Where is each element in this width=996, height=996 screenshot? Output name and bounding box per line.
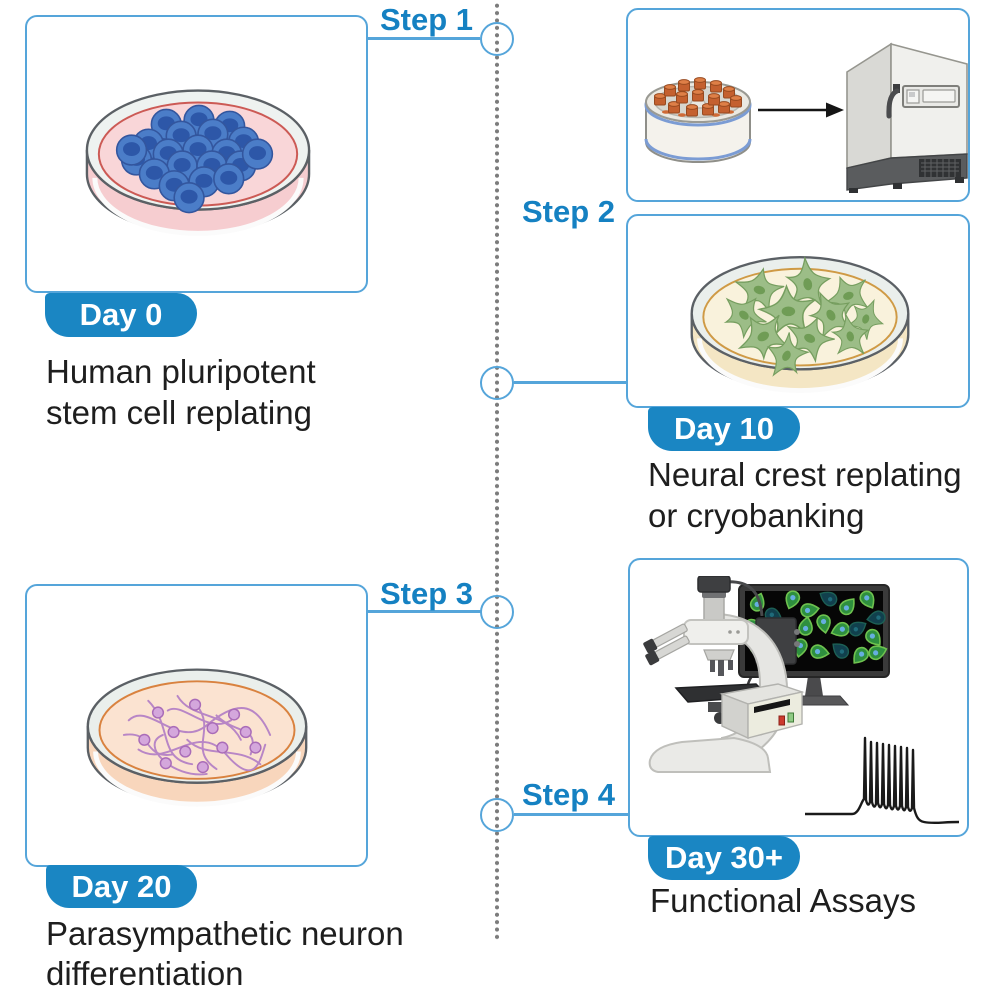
panel-caption-day10: Neural crest replating or cryobanking xyxy=(648,454,962,536)
caption-line: Neural crest replating xyxy=(648,456,962,493)
caption-line: differentiation xyxy=(46,955,244,992)
connector-step3 xyxy=(368,610,481,613)
panel-card-day20 xyxy=(25,584,368,867)
panel-card-day30 xyxy=(628,558,969,837)
panel-caption-day30: Functional Assays xyxy=(650,880,916,921)
step-4-label: Step 4 xyxy=(522,777,616,812)
panel-card-day0 xyxy=(25,15,368,293)
panel-caption-day0: Human pluripotent stem cell replating xyxy=(46,351,316,433)
step-3-label: Step 3 xyxy=(380,576,474,611)
caption-line: stem cell replating xyxy=(46,394,312,431)
caption-line: Parasympathetic neuron xyxy=(46,915,404,952)
day-badge-10: Day 10 xyxy=(648,407,800,451)
caption-line: Human pluripotent xyxy=(46,353,316,390)
arrow-right-icon xyxy=(758,102,844,118)
day-badge-20: Day 20 xyxy=(46,865,197,908)
timeline-node-step2 xyxy=(480,366,514,400)
action-potential-trace-icon xyxy=(805,736,960,825)
panel-card-day10 xyxy=(626,214,970,408)
caption-line: Functional Assays xyxy=(650,882,916,919)
controller-box-icon xyxy=(719,683,805,740)
ultralow-freezer-icon xyxy=(846,42,968,193)
step-2-label: Step 2 xyxy=(522,194,616,229)
connector-step2 xyxy=(514,381,627,384)
fluorescence-microscope-icon xyxy=(643,576,800,773)
day-badge-30: Day 30+ xyxy=(648,836,800,880)
timeline-node-step1 xyxy=(480,22,514,56)
petri-dish-stem-cells-icon xyxy=(85,89,311,236)
panel-card-cryobank xyxy=(626,8,970,202)
petri-dish-neurons-icon xyxy=(86,668,308,807)
connector-step1 xyxy=(368,37,480,40)
timeline-node-step4 xyxy=(480,798,514,832)
step-1-label: Step 1 xyxy=(380,2,474,37)
day-badge-0: Day 0 xyxy=(45,293,197,337)
timeline-node-step3 xyxy=(480,595,514,629)
timeline-dotted-line xyxy=(495,2,499,940)
petri-dish-neural-crest-icon xyxy=(690,253,910,393)
caption-line: or cryobanking xyxy=(648,497,865,534)
cryovial-box-icon xyxy=(644,77,752,163)
panel-caption-day20: Parasympathetic neuron differentiation xyxy=(46,914,404,994)
connector-step4 xyxy=(514,813,629,816)
